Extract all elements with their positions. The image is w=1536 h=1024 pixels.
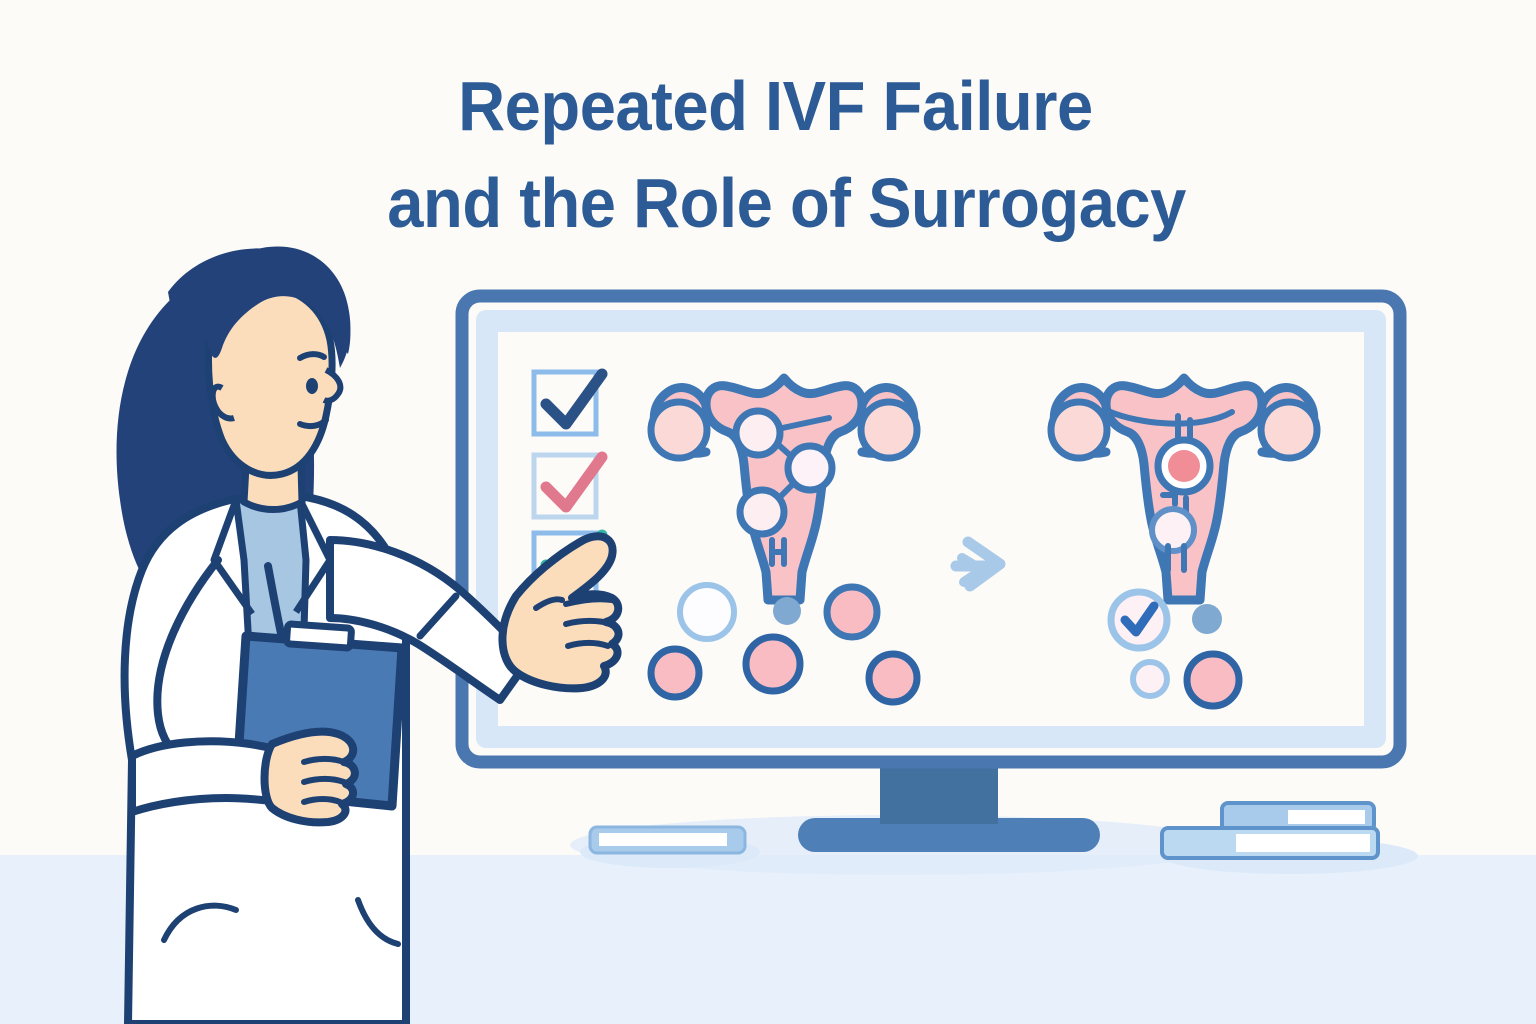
ovary-right-right-panel	[1257, 398, 1321, 462]
embryo-pink-left-3	[742, 633, 804, 695]
embryo-dot-left	[773, 597, 801, 625]
uterus-right-endometrium	[1105, 408, 1235, 427]
eye	[306, 378, 318, 394]
arrow-head-2	[957, 553, 987, 587]
holding-finger-2	[301, 776, 347, 785]
uterus-left-cervix-marks	[769, 537, 787, 567]
uterus-left	[647, 373, 921, 605]
desk-item-right-book-bottom	[1160, 826, 1380, 860]
checklist-item-1	[531, 368, 608, 437]
uterus-right	[1047, 373, 1321, 605]
thumb-line	[533, 596, 565, 611]
ovary-left-right-panel	[1047, 398, 1111, 462]
eyebrow	[297, 351, 327, 361]
embryo-descending	[1149, 506, 1197, 554]
embryo-pink-left-4	[865, 650, 921, 706]
hair-top	[168, 248, 351, 354]
check-icon-1	[540, 368, 608, 430]
embryo-pink-left-2	[647, 645, 703, 701]
uterus-right-cervix-marks	[1165, 543, 1187, 573]
finger-line-2	[563, 618, 615, 627]
desk-item-left-book	[588, 825, 747, 855]
successful-surrogacy-diagram	[1047, 373, 1321, 710]
ear	[209, 383, 235, 422]
sleeve-cuff-line	[416, 592, 460, 640]
monitor-stand	[880, 762, 998, 824]
holding-finger-3	[301, 796, 343, 805]
coat-fold-left	[161, 902, 239, 943]
pointing-hand	[498, 532, 623, 693]
checkbox-1	[531, 369, 599, 437]
finger-line-3	[565, 640, 611, 649]
uterus-right-mark-a	[1160, 492, 1178, 507]
desk-item-right-bottom-page	[1236, 834, 1370, 852]
failed-embryo-1	[732, 407, 784, 459]
holding-hand	[260, 727, 359, 827]
embryo-empty-left	[677, 582, 737, 642]
failed-embryo-3	[736, 486, 788, 538]
ovary-right	[857, 398, 921, 462]
holding-finger-1	[301, 756, 347, 765]
monitor-frame	[455, 289, 1407, 769]
desk-item-right-top-page	[1288, 810, 1365, 824]
implanted-embryo-core	[1168, 450, 1200, 482]
clipboard-clip	[283, 620, 355, 652]
failed-embryo-2	[784, 442, 836, 494]
embryo-dot-right	[1192, 604, 1222, 634]
finger-line-1	[563, 596, 615, 607]
check-icon-embryo	[1120, 601, 1159, 637]
arrow-head-1	[962, 536, 1006, 592]
check-icon-2	[540, 451, 608, 513]
embryo-small-right	[1130, 659, 1170, 699]
nose	[322, 367, 344, 404]
monitor-base	[798, 818, 1100, 852]
embryo-pink-right	[1183, 650, 1243, 710]
checklist-item-2	[531, 451, 608, 520]
checkbox-2	[531, 452, 599, 520]
desk-item-left-page	[599, 833, 727, 846]
embryo-checked-right	[1107, 588, 1171, 652]
smile	[297, 417, 329, 430]
failed-implantation-diagram	[647, 373, 921, 706]
ovary-left	[647, 398, 711, 462]
coat-fold-right	[355, 897, 401, 947]
progress-arrow	[950, 536, 1006, 592]
embryo-pink-left-1	[823, 583, 881, 641]
